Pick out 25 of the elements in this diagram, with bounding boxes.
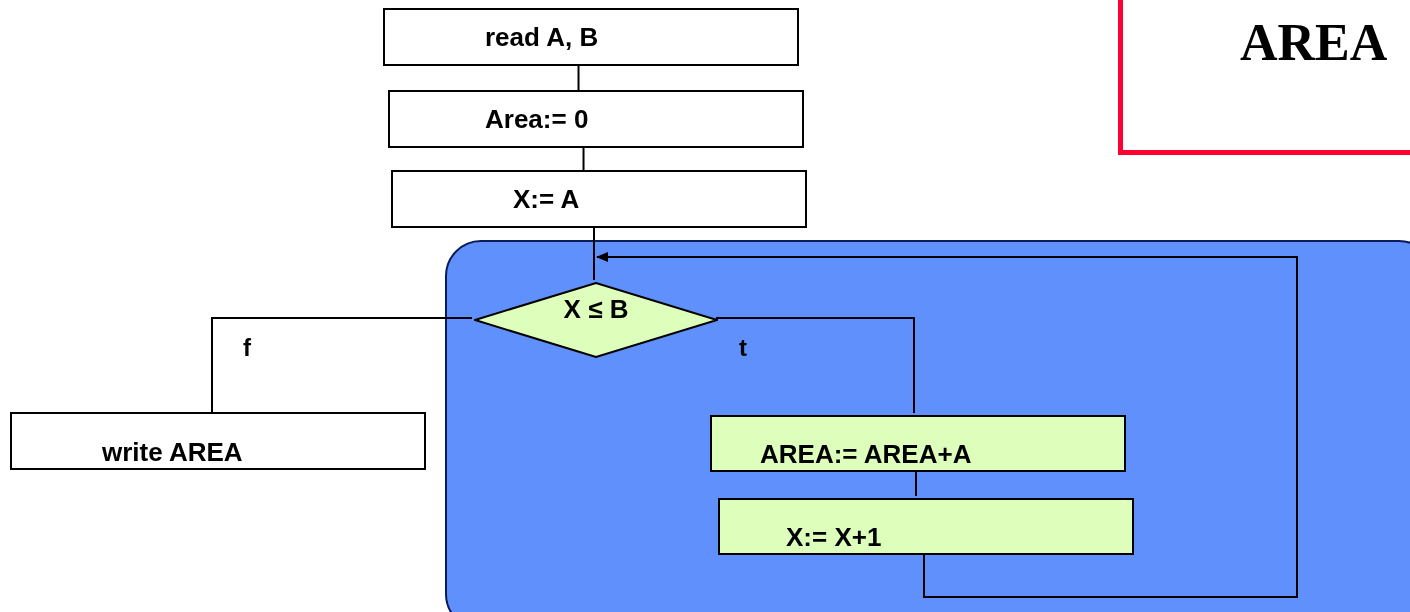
node-text: X:= A bbox=[513, 182, 580, 216]
process-box bbox=[383, 8, 799, 66]
connector-line bbox=[577, 65, 580, 91]
node-text: X ≤ B bbox=[563, 296, 629, 322]
connector-line bbox=[715, 317, 915, 414]
process-box bbox=[718, 498, 1134, 555]
process-box bbox=[710, 415, 1126, 472]
title-frame bbox=[1118, 0, 1410, 155]
connector-line bbox=[582, 147, 585, 171]
process-box bbox=[10, 412, 426, 470]
arrow bbox=[596, 252, 1298, 598]
connector-line bbox=[593, 227, 595, 281]
process-box bbox=[388, 90, 804, 148]
node-text: AREA bbox=[1240, 14, 1388, 71]
connector-line bbox=[915, 469, 917, 497]
process-box bbox=[391, 170, 807, 228]
node-text: write AREA bbox=[102, 435, 243, 468]
loop-panel bbox=[445, 240, 1410, 612]
edge-label: t bbox=[739, 336, 747, 360]
node-text: Area:= 0 bbox=[485, 102, 589, 136]
edge-label: f bbox=[243, 336, 251, 360]
connector-line bbox=[211, 317, 473, 413]
node-text: AREA:= AREA+A bbox=[760, 437, 972, 470]
node-text: X:= X+1 bbox=[786, 520, 882, 553]
node-text: read A, B bbox=[485, 20, 599, 54]
